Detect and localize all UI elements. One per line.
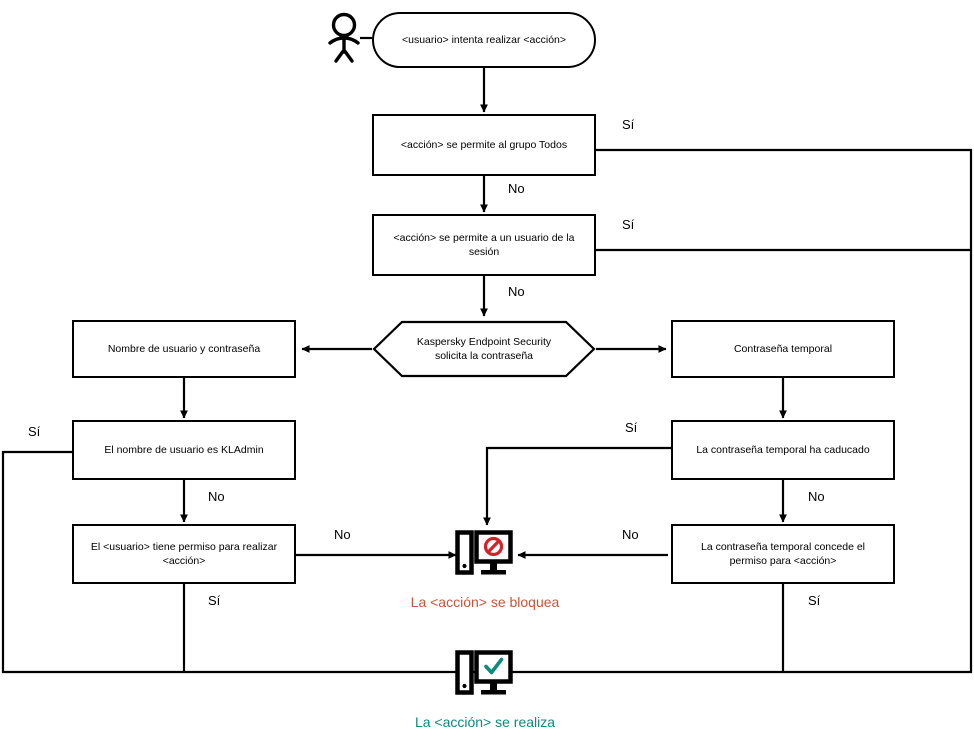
node-allowed-session-user-label: <acción> se permite a un usuario de la s… <box>393 231 575 258</box>
blocked-endpoint-caption: La <acción> se bloquea <box>410 594 560 610</box>
node-kes-request-password[interactable]: Kaspersky Endpoint Security solicita la … <box>372 320 596 378</box>
edge-expired-yes <box>483 446 672 526</box>
edge-label-yes-expired: Sí <box>625 420 638 435</box>
node-temp-password-expired-label: La contraseña temporal ha caducado <box>696 443 870 456</box>
edge-label-no-session: No <box>508 284 525 299</box>
node-allowed-session-user[interactable]: <acción> se permite a un usuario de la s… <box>372 214 596 276</box>
node-temp-password-grants-permission[interactable]: La contraseña temporal concede el permis… <box>671 524 895 584</box>
node-kes-request-password-label: Kaspersky Endpoint Security solicita la … <box>416 335 552 362</box>
user-person-icon <box>324 12 364 69</box>
edge-label-yes-everyone: Sí <box>622 117 635 132</box>
edge-label-yes-grants: Sí <box>808 593 821 608</box>
node-start[interactable]: <usuario> intenta realizar <acción> <box>372 12 596 68</box>
computer-blocked-icon <box>455 528 513 583</box>
node-temp-password[interactable]: Contraseña temporal <box>671 320 895 378</box>
node-is-kladmin-label: El nombre de usuario es KLAdmin <box>104 443 264 456</box>
node-has-permission[interactable]: El <usuario> tiene permiso para realizar… <box>72 524 296 584</box>
allowed-endpoint-caption: La <acción> se realiza <box>414 714 556 730</box>
edge-label-no-kladmin: No <box>208 489 225 504</box>
edge-label-yes-kladmin: Sí <box>28 424 41 439</box>
edge-label-yes-permission: Sí <box>208 593 221 608</box>
node-has-permission-label: El <usuario> tiene permiso para realizar… <box>90 540 278 567</box>
node-temp-password-grants-permission-label: La contraseña temporal concede el permis… <box>700 540 866 567</box>
node-temp-password-expired[interactable]: La contraseña temporal ha caducado <box>671 420 895 480</box>
node-allowed-everyone-label: <acción> se permite al grupo Todos <box>400 138 568 151</box>
node-username-password-label: Nombre de usuario y contraseña <box>107 342 261 355</box>
edge-label-yes-session: Sí <box>622 217 635 232</box>
node-username-password[interactable]: Nombre de usuario y contraseña <box>72 320 296 378</box>
node-temp-password-label: Contraseña temporal <box>733 342 833 355</box>
computer-allowed-icon <box>455 648 513 703</box>
node-start-label: <usuario> intenta realizar <acción> <box>401 33 567 46</box>
edge-label-no-permission: No <box>334 527 351 542</box>
edge-label-no-everyone: No <box>508 181 525 196</box>
node-is-kladmin[interactable]: El nombre de usuario es KLAdmin <box>72 420 296 480</box>
edge-label-no-expired: No <box>808 489 825 504</box>
node-allowed-everyone[interactable]: <acción> se permite al grupo Todos <box>372 114 596 176</box>
edge-label-no-grants: No <box>622 527 639 542</box>
